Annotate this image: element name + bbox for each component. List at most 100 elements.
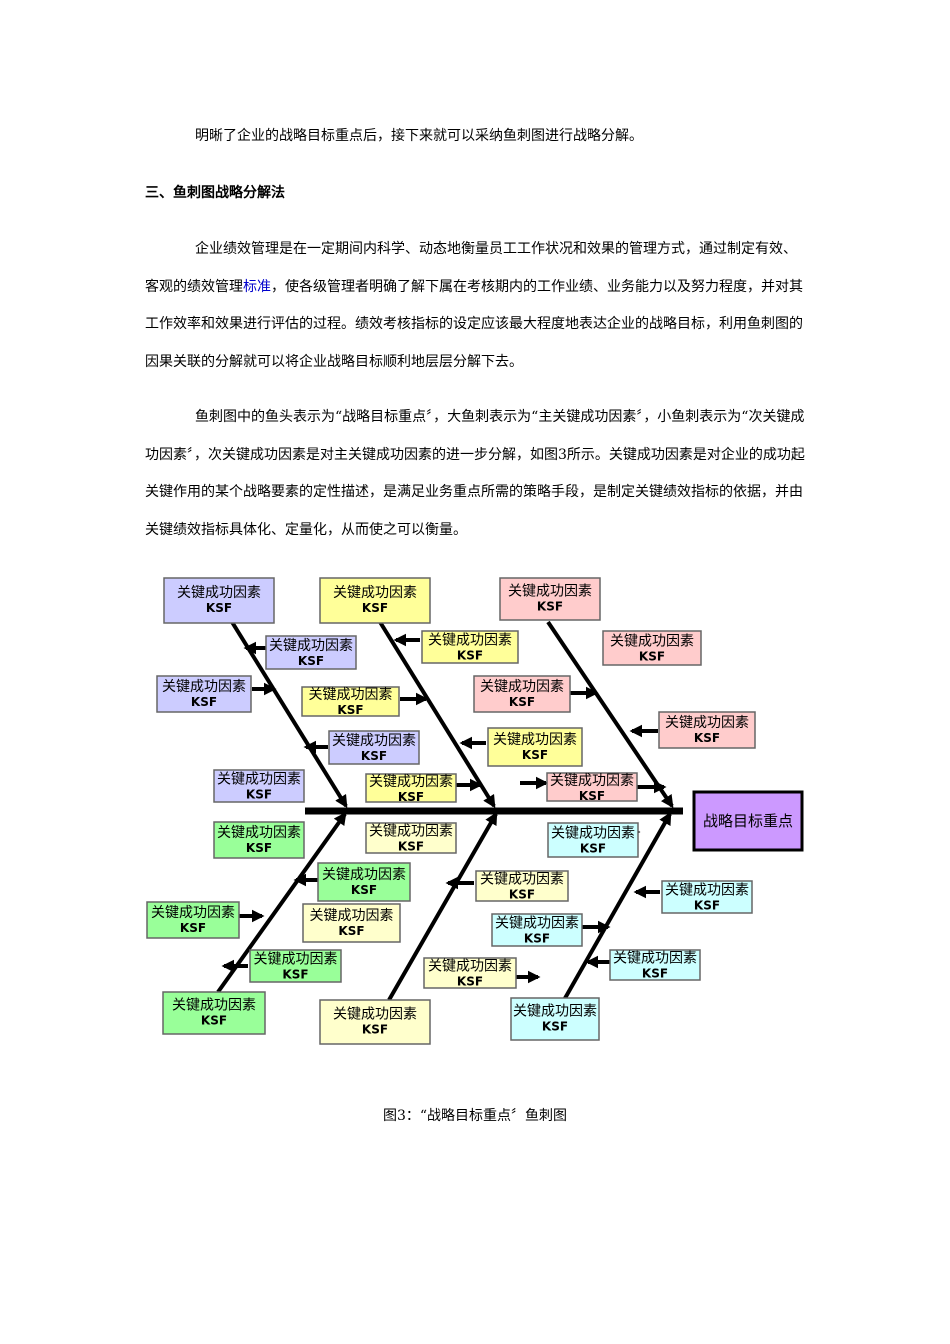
paragraph-text-before-link: 企业绩效管理是在一定期间内科学、动态地衡量员工工作状况和效果的管理方式，通过制定… [145,241,797,295]
ksf-box-subtitle: KSF [246,787,272,801]
ksf-box-subtitle: KSF [457,975,483,989]
ksf-box [213,821,305,859]
ksf-box [302,903,401,943]
ksf-box-subtitle: KSF [180,921,206,935]
ksf-box-subtitle: KSF [579,789,605,803]
ksf-box [317,862,411,902]
ksf-box-title: 关键成功因素 [480,679,564,695]
ksf-box-title: 关键成功因素 [309,687,393,703]
main-bone-arrow [387,811,498,1001]
main-bone-arrow [546,620,674,809]
ksf-box-title: 关键成功因素 [610,633,694,649]
ksf-box-subtitle: KSF [457,648,483,662]
figure-caption: 图3：“战略目标重点〞鱼刺图 [382,1108,568,1124]
ksf-box-title: 关键成功因素 [665,715,749,731]
ksf-box [510,997,600,1041]
ksf-box-subtitle: KSF [361,749,387,763]
ksf-box [319,577,431,624]
ksf-box-title: 关键成功因素 [513,1004,597,1020]
ksf-box-title: 关键成功因素 [217,771,301,787]
ksf-box-subtitle: KSF [642,967,668,981]
ksf-box-subtitle: KSF [206,601,232,615]
ksf-box [499,577,601,621]
ksf-box-title: 关键成功因素 [269,638,353,654]
ksf-box-title: 关键成功因素 [162,679,246,695]
main-bone-arrow [378,620,496,809]
ksf-box-subtitle: KSF [537,600,563,614]
ksf-box [423,957,517,989]
ksf-box-title: 关键成功因素 [333,1006,417,1022]
ksf-box-subtitle: KSF [201,1014,227,1028]
ksf-box [328,730,420,765]
ksf-box [491,913,583,947]
ksf-box [365,773,457,803]
standard-link[interactable]: 标准 [243,278,271,295]
ksf-box [661,880,753,914]
ksf-box [475,870,569,902]
paragraph-performance-management: 企业绩效管理是在一定期间内科学、动态地衡量员工工作状况和效果的管理方式，通过制定… [145,231,805,381]
ksf-box-title: 关键成功因素 [333,585,417,601]
ksf-box [249,949,342,983]
ksf-box [546,772,638,802]
ksf-box-title: 关键成功因素 [254,951,338,967]
ksf-box-subtitle: KSF [282,967,308,981]
ksf-box-subtitle: KSF [398,840,424,854]
ksf-box-subtitle: KSF [398,790,424,804]
ksf-box [163,577,275,624]
ksf-box-title: 关键成功因素 [217,825,301,841]
ksf-box-title: 关键成功因素 [495,915,579,931]
ksf-box [265,635,357,670]
ksf-box [609,949,701,981]
strategic-goal-head-label: 战略目标重点 [703,812,793,830]
ksf-box [487,727,583,767]
ksf-box-subtitle: KSF [542,1020,568,1034]
ksf-box-subtitle: KSF [522,748,548,762]
ksf-box-title: 关键成功因素 [428,632,512,648]
ksf-box [162,991,266,1035]
ksf-box-title: 关键成功因素 [493,732,577,748]
ksf-box [146,901,240,939]
paragraph-text-after-link: ，使各级管理者明确了解下属在考核期内的工作业绩、业务能力以及努力程度，并对其工作… [145,278,803,370]
main-bone-arrow [216,811,347,994]
ksf-box-subtitle: KSF [580,841,606,855]
ksf-box-title: 关键成功因素 [322,867,406,883]
ksf-box-subtitle: KSF [509,695,535,709]
strategic-goal-head-box [692,790,804,852]
ksf-box-subtitle: KSF [362,1022,388,1036]
ksf-box-title: 关键成功因素 [480,872,564,888]
ksf-box-subtitle: KSF [337,703,363,717]
ksf-box-title: 关键成功因素 [172,998,256,1014]
ksf-box-title: 关键成功因素 [613,951,697,967]
ksf-box [602,630,702,666]
paragraph-fishbone-description: 鱼刺图中的鱼头表示为“战略目标重点〞，大鱼刺表示为“主关键成功因素〞，小鱼刺表示… [145,409,805,538]
ksf-box-title: 关键成功因素 [428,959,512,975]
ksf-box [473,675,571,713]
main-bone-arrow [562,811,672,1001]
ksf-box [658,711,756,749]
ksf-box-title: 关键成功因素 [551,825,635,841]
ksf-box [421,630,519,664]
ksf-box-title: 关键成功因素 [151,905,235,921]
ksf-box-title: 关键成功因素 [508,584,592,600]
ksf-box [301,686,400,717]
ksf-box-title: 关键成功因素 [550,773,634,789]
ksf-box-subtitle: KSF [298,654,324,668]
ksf-box-subtitle: KSF [509,888,535,902]
ksf-box [365,822,457,854]
ksf-box-subtitle: KSF [191,695,217,709]
ksf-box-subtitle: KSF [639,649,665,663]
ksf-box [213,769,305,803]
ksf-box-subtitle: KSF [246,841,272,855]
ksf-box-subtitle: KSF [338,924,364,938]
section-heading: 三、鱼刺图战略分解法 [145,185,285,201]
intro-paragraph: 明晰了企业的战略目标重点后，接下来就可以采纳鱼刺图进行战略分解。 [195,128,643,144]
ksf-box-title: 关键成功因素 [177,585,261,601]
ksf-box-subtitle: KSF [351,883,377,897]
ksf-box-subtitle: KSF [524,931,550,945]
ksf-box-subtitle: KSF [694,898,720,912]
ksf-box [156,675,252,713]
ksf-box-title: 关键成功因素 [369,824,453,840]
ksf-box [547,822,639,858]
ksf-box-title: 关键成功因素 [332,733,416,749]
